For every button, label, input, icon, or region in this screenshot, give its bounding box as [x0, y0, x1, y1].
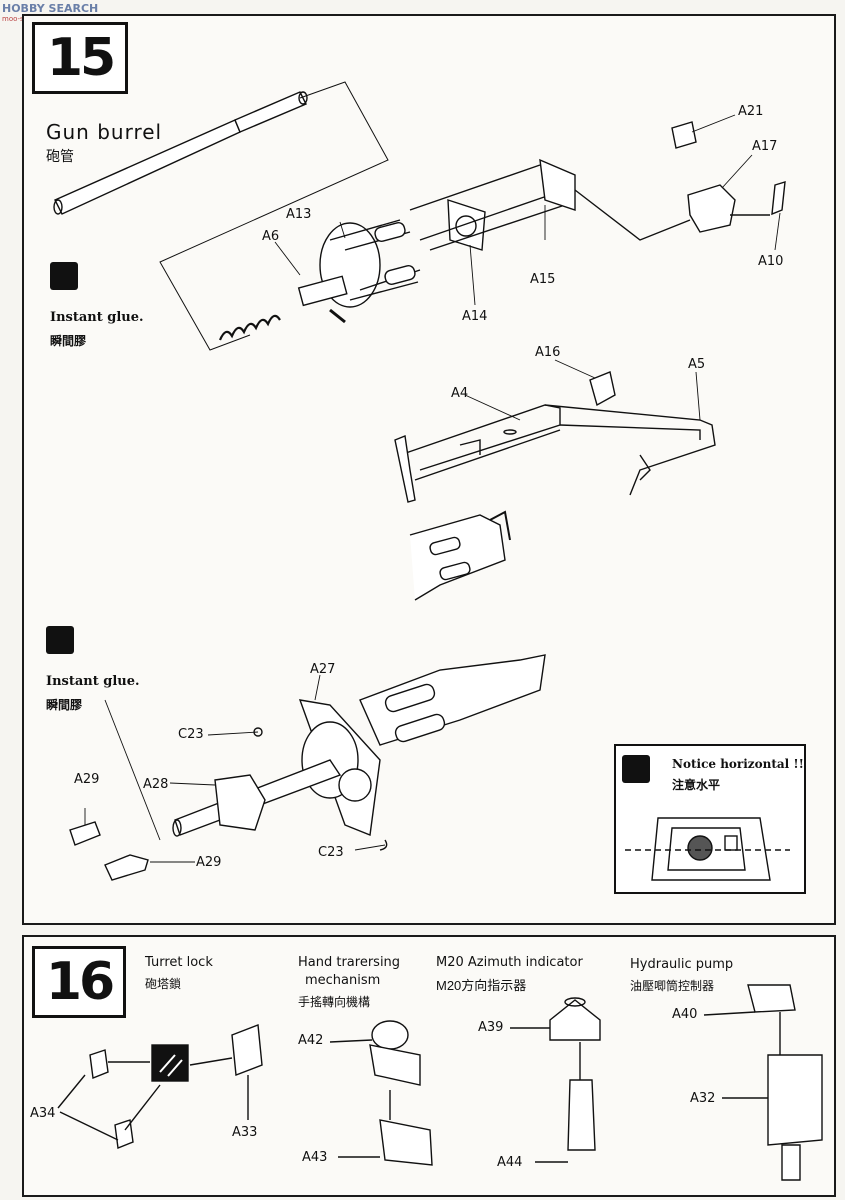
hydraulic-pump-label-zh: 油壓唧筒控制器 [630, 979, 715, 993]
gun-mount-assembly [69, 654, 546, 881]
azimuth-indicator-drawing [510, 997, 601, 1163]
part-label-a5: A5 [688, 357, 706, 372]
hydraulic-pump-label: Hydraulic pump [630, 957, 734, 972]
gun-barrel-part [53, 91, 308, 215]
part-label-a15: A15 [530, 272, 556, 287]
part-label-a33: A33 [232, 1125, 258, 1140]
part-label-c23-top: C23 [178, 727, 204, 742]
part-label-a34: A34 [30, 1106, 56, 1121]
instant-glue-label: Instant glue. [50, 310, 144, 325]
turret-lock-label-zh: 砲塔鎖 [145, 977, 182, 991]
instant-glue-label-2: Instant glue. [46, 674, 140, 689]
gun-frame-parts [394, 371, 716, 601]
notice-horizontal-label: Notice horizontal !! [672, 757, 804, 771]
part-label-a14: A14 [462, 309, 488, 324]
part-label-a28: A28 [143, 777, 169, 792]
leader-lines-15 [84, 114, 781, 863]
part-label-a21: A21 [738, 104, 764, 119]
notice-horizontal-label-zh: 注意水平 [672, 778, 721, 792]
part-label-a16: A16 [535, 345, 561, 360]
watermark-text: HOBBY SEARCH [2, 2, 99, 15]
hand-traversing-label-2: mechanism [305, 973, 381, 988]
turret-lock-drawing [57, 1024, 263, 1149]
part-label-a32: A32 [690, 1091, 716, 1106]
step-16-number: 16 [32, 946, 126, 1018]
part-label-a40: A40 [672, 1007, 698, 1022]
hand-traversing-drawing [329, 1020, 433, 1166]
azimuth-indicator-label-zh: M20方向指示器 [436, 978, 527, 993]
sight-parts [671, 121, 786, 233]
part-label-c23-bottom: C23 [318, 845, 344, 860]
turret-lock-label: Turret lock [145, 955, 213, 970]
hand-traversing-label: Hand trarersing [298, 955, 401, 970]
step-15-number: 15 [32, 22, 128, 94]
part-label-a44: A44 [497, 1155, 523, 1170]
part-label-a29-top: A29 [74, 772, 100, 787]
part-label-a29-bottom: A29 [196, 855, 222, 870]
part-label-a43: A43 [302, 1150, 328, 1165]
notice-glue-icon [622, 755, 650, 783]
part-label-a6: A6 [262, 229, 280, 244]
hydraulic-pump-drawing [703, 984, 823, 1181]
hand-traversing-label-zh: 手搖轉向機構 [298, 995, 371, 1009]
notice-box-drawing [614, 744, 806, 894]
part-label-a17: A17 [752, 139, 778, 154]
part-label-a27: A27 [310, 662, 336, 677]
gun-burrel-label-zh: 砲管 [46, 148, 74, 164]
instant-glue-icon [50, 262, 78, 290]
gun-burrel-label: Gun burrel [46, 120, 163, 144]
part-label-a13: A13 [286, 207, 312, 222]
instant-glue-label-2-zh: 瞬間膠 [46, 698, 83, 712]
instant-glue-icon [46, 626, 74, 654]
breech-assembly [218, 158, 691, 341]
azimuth-indicator-label: M20 Azimuth indicator [436, 955, 583, 970]
part-label-a42: A42 [298, 1033, 324, 1048]
part-label-a4: A4 [451, 386, 469, 401]
part-label-a10: A10 [758, 254, 784, 269]
part-label-a39: A39 [478, 1020, 504, 1035]
instant-glue-label-zh: 瞬間膠 [50, 334, 87, 348]
